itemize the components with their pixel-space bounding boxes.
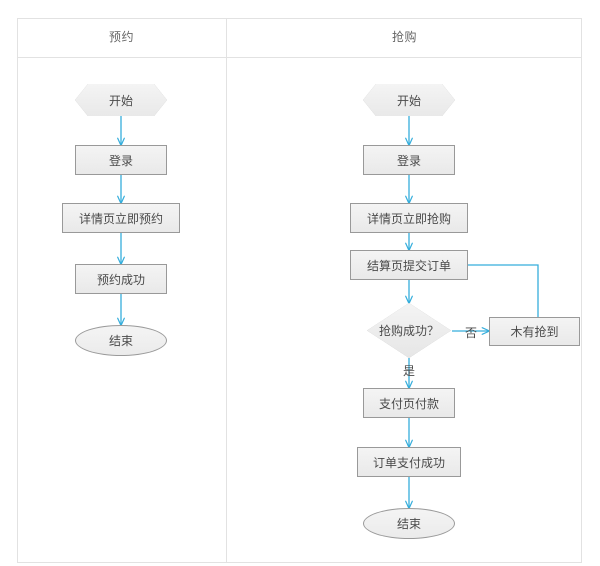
node-right-end[interactable]: 结束 bbox=[363, 508, 455, 539]
node-left-start[interactable]: 开始 bbox=[75, 84, 167, 116]
column-separator bbox=[226, 18, 227, 563]
node-right-order-paid[interactable]: 订单支付成功 bbox=[357, 447, 461, 477]
edge-label-yes: 是 bbox=[402, 364, 415, 378]
node-label: 抢购成功？ bbox=[378, 324, 439, 338]
node-right-login[interactable]: 登录 bbox=[363, 145, 455, 175]
node-label: 登录 bbox=[108, 153, 133, 168]
node-right-decision-flashsale-success[interactable]: 抢购成功？ bbox=[367, 303, 451, 358]
column-header-reserve: 预约 bbox=[108, 30, 134, 44]
node-right-not-grabbed[interactable]: 木有抢到 bbox=[489, 317, 580, 346]
node-label: 登录 bbox=[396, 153, 421, 168]
node-label: 详情页立即抢购 bbox=[366, 211, 451, 226]
node-left-end[interactable]: 结束 bbox=[75, 325, 167, 356]
hexagon-fill bbox=[363, 84, 455, 116]
column-header-flashsale: 抢购 bbox=[391, 30, 417, 44]
node-label: 结算页提交订单 bbox=[366, 258, 451, 273]
node-left-reserve-success[interactable]: 预约成功 bbox=[75, 264, 167, 294]
header-separator bbox=[17, 57, 582, 58]
node-label: 详情页立即预约 bbox=[78, 211, 163, 226]
node-left-detail-reserve[interactable]: 详情页立即预约 bbox=[62, 203, 180, 233]
node-label: 结束 bbox=[396, 517, 421, 531]
node-right-payment-page[interactable]: 支付页付款 bbox=[363, 388, 455, 418]
node-label: 结束 bbox=[108, 334, 133, 348]
node-label: 预约成功 bbox=[96, 272, 145, 287]
node-label: 开始 bbox=[108, 93, 133, 108]
node-label: 木有抢到 bbox=[510, 325, 559, 339]
node-label: 订单支付成功 bbox=[372, 455, 445, 470]
node-label: 支付页付款 bbox=[378, 396, 439, 411]
node-right-submit-order[interactable]: 结算页提交订单 bbox=[350, 250, 468, 280]
node-left-login[interactable]: 登录 bbox=[75, 145, 167, 175]
hexagon-fill bbox=[75, 84, 167, 116]
node-right-detail-flashsale[interactable]: 详情页立即抢购 bbox=[350, 203, 468, 233]
node-right-start[interactable]: 开始 bbox=[363, 84, 455, 116]
edge-label-no: 否 bbox=[464, 326, 477, 340]
node-label: 开始 bbox=[396, 93, 421, 108]
